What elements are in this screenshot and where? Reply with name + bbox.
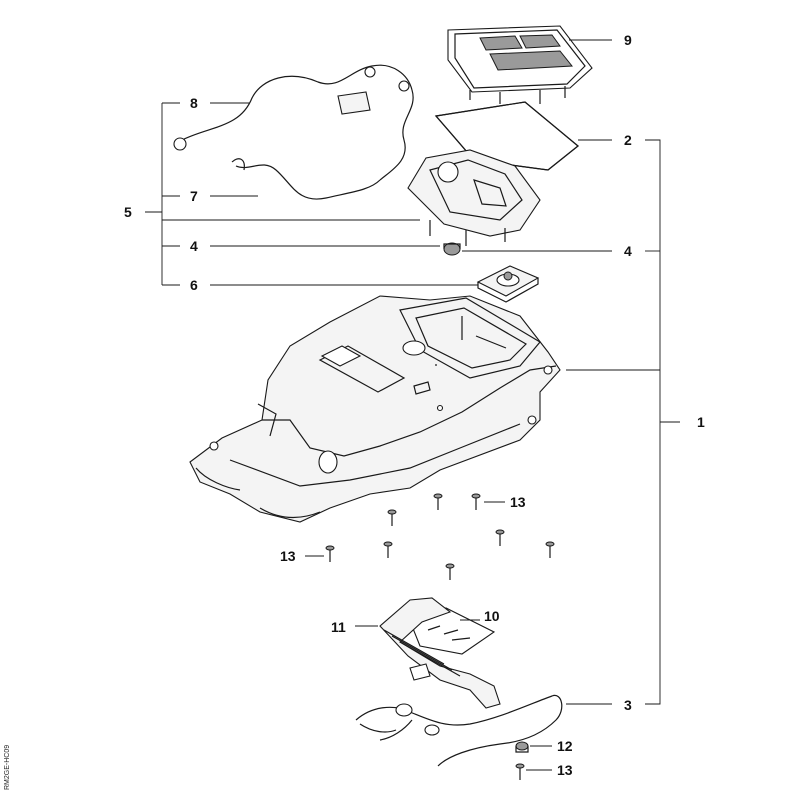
callout-11: 11 [331, 619, 346, 635]
part-4-grommet [443, 242, 461, 256]
callout-4-right: 4 [624, 243, 632, 259]
callout-9: 9 [624, 32, 632, 48]
part-9-control-panel [447, 25, 593, 104]
callout-5: 5 [124, 204, 132, 220]
document-id-label: RM2GE-HC09 [4, 745, 11, 790]
callout-3: 3 [624, 697, 632, 713]
callout-labels: 9 8 2 5 7 4 4 6 1 13 13 10 11 3 12 13 [124, 32, 705, 778]
document-id: RM2GE-HC09 [4, 745, 11, 790]
part-8-wiring-harness [173, 64, 414, 181]
callout-13-left: 13 [280, 548, 296, 564]
callout-7: 7 [190, 188, 198, 204]
part-3-lower-harness [355, 694, 563, 767]
part-12-cap [515, 741, 529, 753]
callout-4-left: 4 [190, 238, 198, 254]
callout-2: 2 [624, 132, 632, 148]
callout-13-bottom: 13 [557, 762, 573, 778]
part-5-electronics-housing [407, 149, 541, 246]
part-6-sensor-plate [476, 265, 540, 303]
part-13-screws [325, 493, 555, 780]
part-11-ribbon-cable [379, 597, 501, 709]
callout-8: 8 [190, 95, 198, 111]
callout-6: 6 [190, 277, 198, 293]
callout-13-top: 13 [510, 494, 526, 510]
callout-10: 10 [484, 608, 500, 624]
callout-12: 12 [557, 738, 573, 754]
leader-lines [145, 39, 680, 771]
part-1-chassis-body [189, 295, 561, 523]
callout-1: 1 [697, 414, 705, 430]
part-7-wiring-harness [231, 158, 381, 200]
